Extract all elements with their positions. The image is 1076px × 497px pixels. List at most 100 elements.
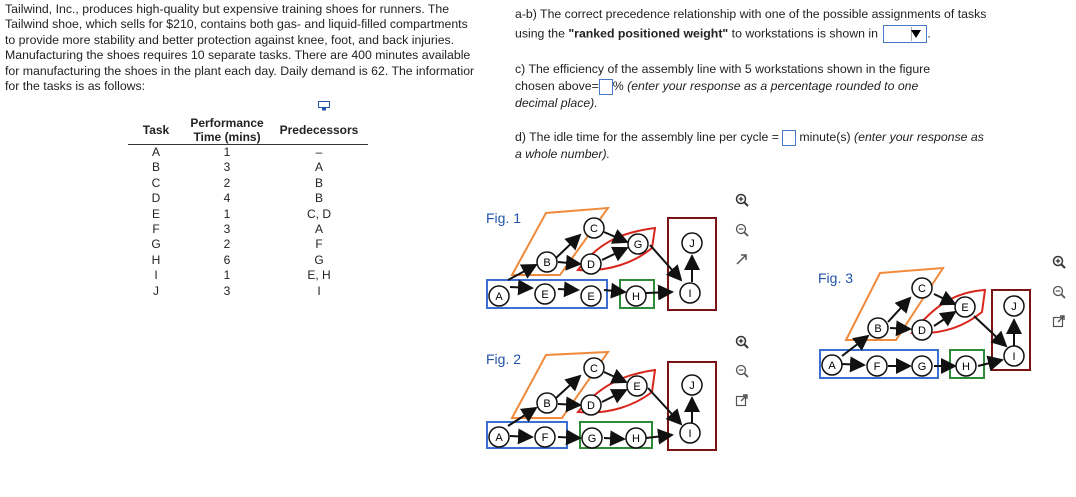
station-outline-darkred — [991, 289, 1031, 371]
figure-3-diagram[interactable]: A B C D E F G H I J — [819, 266, 1031, 379]
time-cell: 2 — [223, 175, 231, 190]
intro-line: for manufacturing the shoes in the plant… — [5, 63, 475, 78]
pred-cell: – — [315, 145, 323, 159]
idle-time-input[interactable] — [781, 129, 796, 146]
header-time-line2: Time (mins) — [193, 130, 261, 144]
svg-text:B: B — [543, 257, 550, 269]
svg-text:H: H — [632, 291, 640, 303]
time-cell: 2 — [223, 237, 231, 252]
station-outline-red — [909, 288, 987, 335]
question-c-line2: chosen above=% (enter your response as a… — [515, 78, 930, 95]
fig3-label: Fig. 3 — [818, 270, 854, 286]
svg-text:G: G — [588, 433, 597, 445]
question-c-line3: decimal place). — [515, 96, 598, 110]
question-ab-period: . — [927, 26, 931, 41]
task-cell: A — [151, 145, 160, 159]
intro-line: to provide more stability and better pro… — [5, 32, 455, 47]
svg-text:A: A — [495, 432, 503, 444]
svg-text:E: E — [541, 289, 548, 301]
question-d-unit: minute(s) — [795, 130, 851, 144]
time-cell: 1 — [223, 268, 231, 283]
intro-line: Tailwind, Inc., produces high-quality bu… — [5, 2, 450, 16]
copy-table-icon[interactable] — [318, 98, 330, 111]
header-task: Task — [128, 116, 184, 145]
zoom-out-icon[interactable] — [735, 223, 749, 237]
table-row: E 1 C, D — [128, 207, 368, 222]
time-cell: 1 — [223, 145, 231, 159]
time-cell: 6 — [223, 252, 231, 267]
svg-text:E: E — [633, 381, 640, 393]
svg-text:H: H — [962, 361, 970, 373]
header-time: Performance Time (mins) — [184, 116, 270, 145]
task-cell: I — [154, 268, 158, 283]
figure-1-diagram[interactable]: A B C D G E E H I J — [486, 206, 717, 311]
svg-text:B: B — [874, 323, 881, 335]
table-row: B 3 A — [128, 160, 368, 175]
station-outline-red — [576, 226, 657, 272]
header-predecessors: Predecessors — [270, 116, 368, 145]
zoom-in-icon[interactable] — [1052, 255, 1066, 269]
svg-text:D: D — [587, 259, 595, 271]
svg-text:I: I — [688, 428, 691, 440]
station-outline-red — [576, 368, 657, 414]
question-ab-line1: a-b) The correct precedence relationship… — [515, 7, 987, 21]
svg-text:C: C — [590, 363, 598, 375]
station-outline-orange — [844, 266, 945, 341]
time-cell: 3 — [223, 222, 231, 237]
time-cell: 1 — [223, 206, 231, 221]
question-ab-bold: "ranked positioned weight" — [568, 26, 729, 41]
table-row: G 2 F — [128, 237, 368, 252]
pred-cell: I — [317, 283, 321, 298]
popout-icon[interactable] — [735, 252, 749, 266]
zoom-out-icon[interactable] — [1052, 285, 1066, 299]
question-d-line1: d) The idle time for the assembly line p… — [515, 129, 984, 146]
percent-sign: % — [612, 79, 624, 93]
zoom-in-icon[interactable] — [735, 335, 749, 349]
time-cell: 3 — [223, 283, 231, 298]
svg-text:G: G — [918, 361, 927, 373]
svg-text:A: A — [828, 360, 836, 372]
task-cell: B — [151, 160, 160, 175]
header-time-line1: Performance — [190, 116, 264, 130]
problem-statement: Tailwind, Inc., produces high-quality bu… — [5, 2, 500, 94]
pred-cell: F — [315, 237, 323, 252]
pred-cell: A — [314, 222, 323, 237]
time-cell: 4 — [223, 191, 231, 206]
question-c-hint: (enter your response as a percentage rou… — [623, 79, 919, 93]
figure-select-dropdown[interactable] — [883, 25, 928, 43]
zoom-out-icon[interactable] — [735, 364, 749, 378]
fig1-label: Fig. 1 — [486, 210, 522, 226]
intro-line: for the tasks is as follows: — [5, 79, 146, 94]
svg-text:I: I — [1012, 351, 1015, 363]
question-d-hint: (enter your response as — [850, 130, 984, 144]
svg-text:E: E — [587, 291, 594, 303]
svg-text:E: E — [961, 302, 968, 314]
task-cell: G — [151, 237, 161, 252]
pred-cell: C, D — [307, 206, 331, 221]
question-c-line1: c) The efficiency of the assembly line w… — [515, 62, 931, 76]
svg-text:F: F — [874, 361, 881, 373]
svg-text:J: J — [1011, 301, 1017, 313]
zoom-in-icon[interactable] — [735, 193, 749, 207]
svg-text:J: J — [689, 380, 695, 392]
task-table: Task Performance Time (mins) Predecessor… — [128, 116, 368, 299]
pred-cell: A — [314, 160, 323, 175]
efficiency-input[interactable] — [598, 78, 613, 95]
figure-2-diagram[interactable]: A B C D E F G H I J — [486, 350, 717, 451]
fig2-label: Fig. 2 — [486, 351, 522, 367]
popout-icon[interactable] — [735, 393, 749, 407]
popout-icon[interactable] — [1052, 314, 1066, 328]
task-cell: H — [151, 252, 161, 267]
svg-text:I: I — [688, 288, 691, 300]
svg-text:F: F — [542, 432, 549, 444]
svg-text:A: A — [495, 291, 503, 303]
question-c-text: chosen above= — [515, 79, 599, 93]
task-cell: E — [151, 206, 160, 221]
time-cell: 3 — [223, 160, 231, 175]
pred-cell: B — [314, 175, 323, 190]
